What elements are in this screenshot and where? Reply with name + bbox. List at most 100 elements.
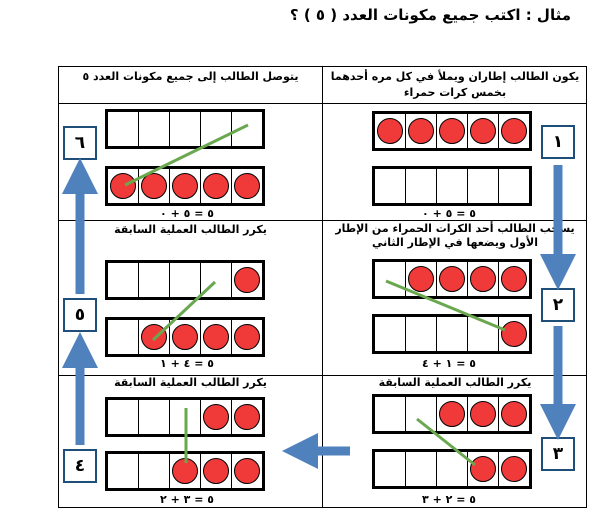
move-line xyxy=(124,123,249,187)
red-ball-icon xyxy=(439,118,465,144)
move-line xyxy=(385,279,506,332)
frame-cell xyxy=(467,452,498,486)
frame-cell xyxy=(405,169,436,203)
frame-cell xyxy=(231,400,262,434)
red-ball-icon xyxy=(203,458,229,484)
frame-cell xyxy=(169,400,200,434)
frame-cell xyxy=(498,114,529,148)
frame-cell xyxy=(200,454,231,488)
page-title: مثال : اكتب جميع مكونات العدد ( ٥ ) ؟ xyxy=(289,6,571,24)
ten-frame xyxy=(105,166,265,206)
frame-cell xyxy=(467,262,498,296)
frame-cell xyxy=(138,169,169,203)
red-ball-icon xyxy=(203,324,229,350)
frame-cell xyxy=(200,112,231,146)
step-badge-3: ٣ xyxy=(541,437,575,471)
red-ball-icon xyxy=(172,173,198,199)
header-left: يتوصل الطالب إلى جميع مكونات العدد ٥ xyxy=(82,70,299,83)
ten-frame xyxy=(372,259,532,299)
step-badge-6: ٦ xyxy=(63,126,97,160)
frame-cell xyxy=(169,320,200,354)
red-ball-icon xyxy=(408,118,434,144)
frame-cell xyxy=(138,112,169,146)
frame-cell xyxy=(467,397,498,431)
frame-cell xyxy=(498,262,529,296)
frame-cell xyxy=(498,397,529,431)
table-divider xyxy=(59,375,586,376)
frame-cell xyxy=(138,320,169,354)
frame-cell xyxy=(200,400,231,434)
red-ball-icon xyxy=(110,173,136,199)
frame-cell xyxy=(436,397,467,431)
equation-r2: ٥ = ١ + ٤ xyxy=(422,357,476,370)
frame-cell xyxy=(200,320,231,354)
red-ball-icon xyxy=(470,401,496,427)
red-ball-icon xyxy=(501,266,527,292)
red-ball-icon xyxy=(408,266,434,292)
frame-cell xyxy=(200,263,231,297)
frame-cell xyxy=(467,114,498,148)
red-ball-icon xyxy=(203,404,229,430)
equation-l3: ٥ = ٣ + ٢ xyxy=(160,493,214,506)
red-ball-icon xyxy=(501,456,527,482)
frame-cell xyxy=(138,263,169,297)
red-ball-icon xyxy=(234,267,260,293)
frame-cell xyxy=(467,317,498,351)
red-ball-icon xyxy=(234,324,260,350)
red-ball-icon xyxy=(203,173,229,199)
equation-l2: ٥ = ٤ + ١ xyxy=(160,357,214,370)
frame-cell xyxy=(375,114,405,148)
frame-cell xyxy=(498,452,529,486)
red-ball-icon xyxy=(141,173,167,199)
frame-cell xyxy=(200,169,231,203)
frame-cell xyxy=(405,397,436,431)
frame-cell xyxy=(231,263,262,297)
ten-frame xyxy=(372,166,532,206)
ten-frame xyxy=(105,317,265,357)
caption-left-row3: يكرر الطالب العملية السابقة xyxy=(114,376,267,389)
frame-cell xyxy=(436,317,467,351)
frame-cell xyxy=(231,454,262,488)
frame-cell xyxy=(231,320,262,354)
ten-frame xyxy=(372,449,532,489)
table-divider xyxy=(59,220,586,221)
table-divider xyxy=(59,103,586,104)
red-ball-icon xyxy=(234,173,260,199)
frame-cell xyxy=(169,112,200,146)
equation-l1: ٥ = ٥ + ٠ xyxy=(160,207,214,220)
frame-cell xyxy=(138,454,169,488)
red-ball-icon xyxy=(501,118,527,144)
ten-frame xyxy=(372,394,532,434)
move-line xyxy=(416,417,476,467)
red-ball-icon xyxy=(501,321,527,347)
red-ball-icon xyxy=(377,118,403,144)
frame-cell xyxy=(169,263,200,297)
ten-frame xyxy=(372,111,532,151)
frame-cell xyxy=(498,317,529,351)
frame-cell xyxy=(108,169,138,203)
step-badge-4: ٤ xyxy=(63,449,97,483)
frame-cell xyxy=(231,112,262,146)
red-ball-icon xyxy=(501,401,527,427)
frame-cell xyxy=(231,169,262,203)
header-right: يكون الطالب إطاران ويملأ في كل مره أحدهم… xyxy=(330,70,580,99)
red-ball-icon xyxy=(234,404,260,430)
caption-left-row2: يكرر الطالب العملية السابقة xyxy=(114,223,267,236)
frame-cell xyxy=(405,262,436,296)
red-ball-icon xyxy=(470,118,496,144)
frame-cell xyxy=(405,317,436,351)
red-ball-icon xyxy=(470,456,496,482)
step-badge-1: ١ xyxy=(541,125,575,159)
frame-cell xyxy=(436,169,467,203)
step-badge-5: ٥ xyxy=(63,298,97,332)
red-ball-icon xyxy=(470,266,496,292)
frame-cell xyxy=(405,452,436,486)
frame-cell xyxy=(405,114,436,148)
frame-cell xyxy=(436,114,467,148)
ten-frame xyxy=(372,314,532,354)
frame-cell xyxy=(467,169,498,203)
frame-cell xyxy=(138,400,169,434)
frame-cell xyxy=(436,452,467,486)
equation-r3: ٥ = ٢ + ٣ xyxy=(422,493,476,506)
